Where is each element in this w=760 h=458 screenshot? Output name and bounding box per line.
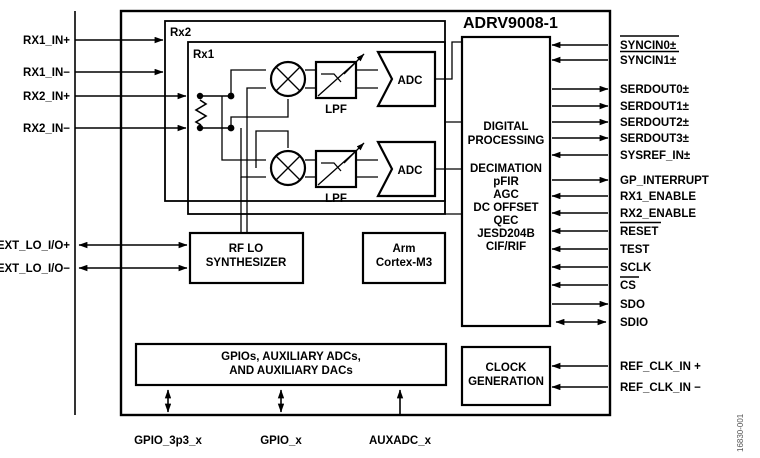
digital-processing-block [460,35,552,328]
junction-dot [196,124,204,132]
bottom-label-gpio-x: GPIO_x [260,435,302,447]
signal-label-serdout0: SERDOUT0± [620,84,690,96]
arm-cortex-m3-block [361,231,447,285]
signal-label-reset: RESET [620,226,658,238]
rx1-channel-box [187,41,446,215]
dp-feature-decimation: DECIMATION [470,163,542,175]
input-label-rf-ext-lo-minus: RF_EXT_LO_I/O− [0,263,70,275]
digital-processing-heading-2: PROCESSING [468,135,545,147]
signal-label-sysref-in: SYSREF_IN± [620,150,691,162]
rf-lo-synthesizer-block [188,231,305,285]
chip-title: ADRV9008-1 [463,15,558,32]
signal-label-sclk: SCLK [620,262,652,274]
signal-label-ref-clk-in-minus: REF_CLK_IN − [620,382,701,394]
signal-label-gp-interrupt: GP_INTERRUPT [620,175,709,187]
input-label-rf-ext-lo-plus: RF_EXT_LO_I/O+ [0,240,70,252]
input-label-rx1-in-minus: RX1_IN− [23,67,70,79]
dp-feature-agc: AGC [493,189,519,201]
signal-label-sdio: SDIO [620,317,648,329]
signal-label-serdout1: SERDOUT1± [620,101,690,113]
lpf-top-label: LPF [325,104,347,116]
input-label-rx1-in-plus: RX1_IN+ [23,35,70,47]
signal-label-rx2-enable: RX2_ENABLE [620,208,696,220]
dp-feature-jesd204b: JESD204B [477,228,535,240]
clock-generation-block [460,345,552,407]
rx1-channel-label: Rx1 [193,49,215,61]
gpio-aux-block [134,342,448,387]
gpio-aux-label-2: AND AUXILIARY DACs [229,365,353,377]
signal-label-serdout2: SERDOUT2± [620,117,690,129]
dp-feature-cif-rif: CIF/RIF [486,241,526,253]
dp-feature-qec: QEC [494,215,519,227]
signal-label-ref-clk-in-plus: REF_CLK_IN + [620,361,701,373]
signal-label-syncin0: SYNCIN0± [620,40,677,52]
adc-bottom [376,140,437,198]
signal-label-serdout3: SERDOUT3± [620,133,690,145]
adc-top [376,50,437,108]
input-label-rx2-in-minus: RX2_IN− [23,123,70,135]
rf-lo-synth-label-1: RF LO [229,243,264,255]
dp-feature-pfir: pFIR [493,176,519,188]
signal-label-test: TEST [620,244,649,256]
bottom-label-auxadc-x: AUXADC_x [369,435,432,447]
arm-label-2: Cortex-M3 [376,257,432,269]
arm-label-1: Arm [392,243,415,255]
signal-label-rx1-enable: RX1_ENABLE [620,191,696,203]
figure-id: 16830-001 [736,413,745,452]
rx2-channel-label: Rx2 [170,27,191,39]
input-label-rx2-in-plus: RX2_IN+ [23,91,70,103]
clock-gen-label-2: GENERATION [468,376,544,388]
junction-dot [196,92,204,100]
signal-label-sdo: SDO [620,299,645,311]
clock-gen-label-1: CLOCK [486,362,528,374]
gpio-aux-label-1: GPIOs, AUXILIARY ADCs, [221,351,361,363]
rf-lo-synth-label-2: SYNTHESIZER [206,257,287,269]
adc-bottom-label: ADC [398,165,423,177]
digital-processing-heading-1: DIGITAL [483,121,528,133]
bottom-label-gpio-3p3: GPIO_3p3_x [134,435,202,447]
signal-label-syncin1: SYNCIN1± [620,55,677,67]
lpf-bottom-label: LPF [325,193,347,205]
adc-top-label: ADC [398,75,423,87]
dp-feature-dc-offset: DC OFFSET [473,202,538,214]
signal-label-cs: CS [620,280,636,292]
